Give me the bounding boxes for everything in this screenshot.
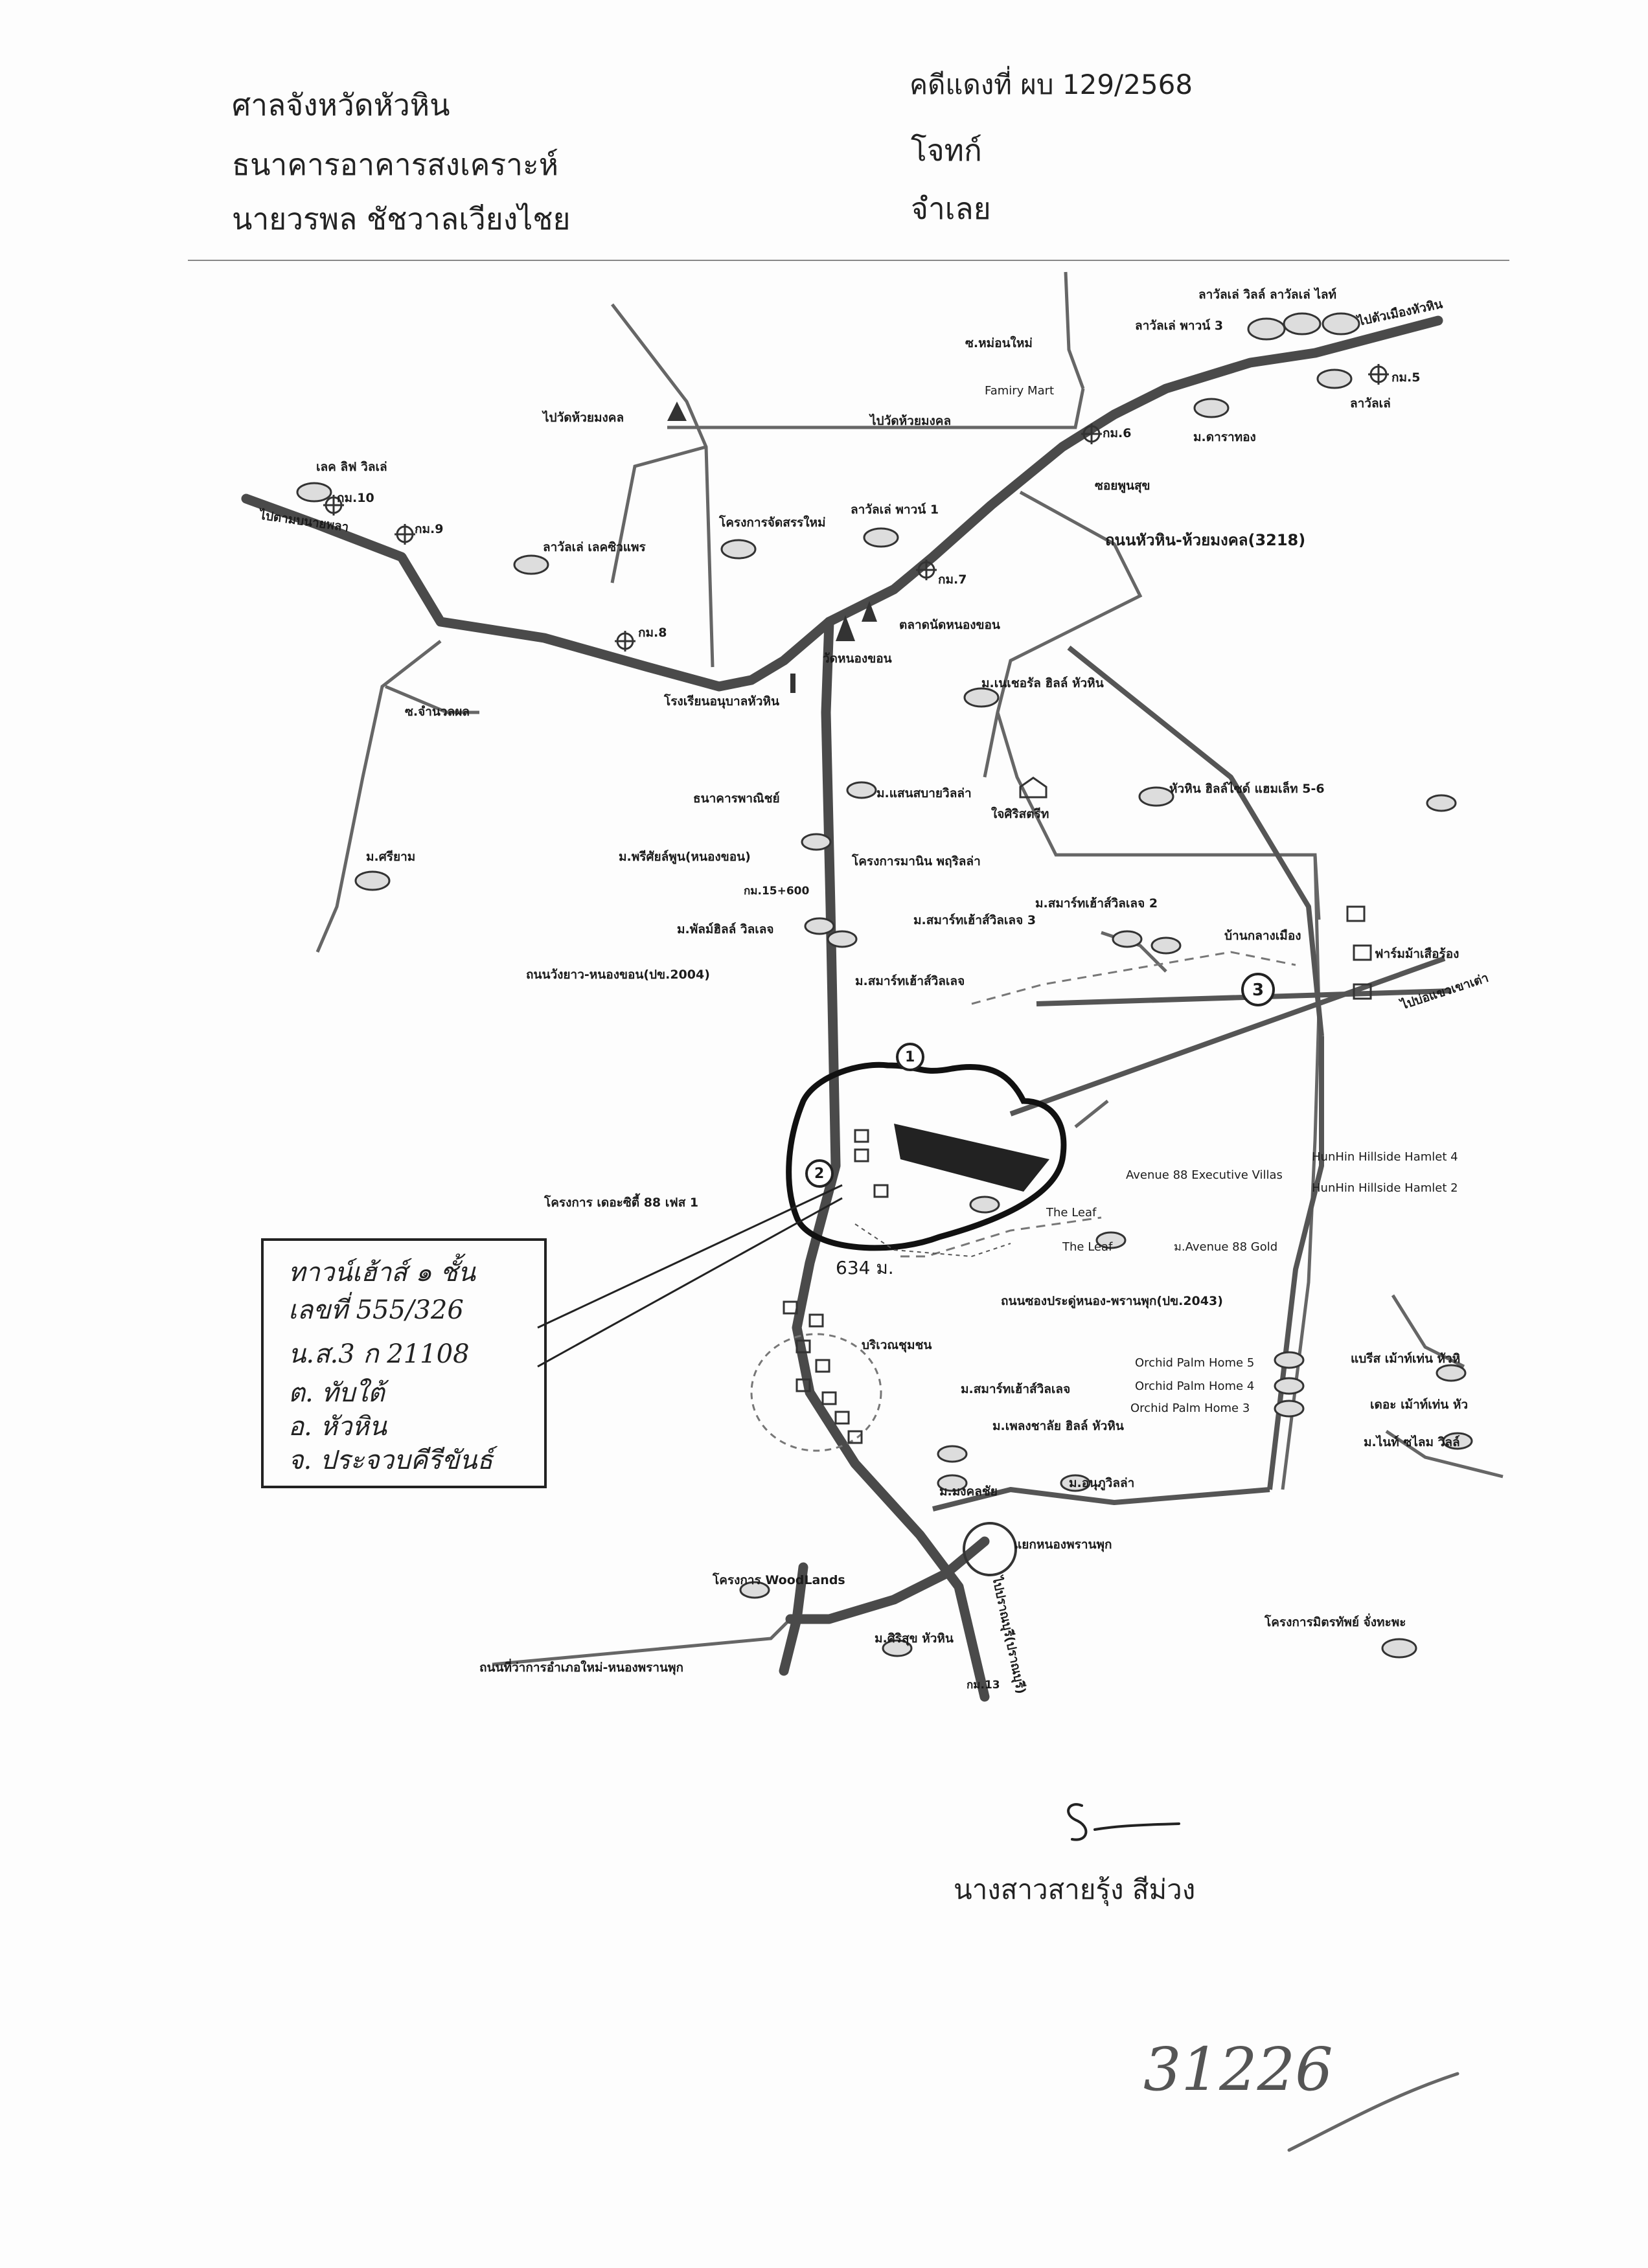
temple-icons (667, 402, 1047, 799)
label-moo-nature: ม.เนเชอรัล ฮิลล์ หัวหิน (981, 676, 1104, 690)
label-lawin-wit: ลาวัลเล่ วิลล์ ลาวัลเล่ ไลท์ (1198, 288, 1337, 302)
label-soi-chamnan: ซ.จำนวลผล (405, 705, 470, 719)
label-moo-smart2: ม.สมาร์ทเฮ้าส์วิลเลจ 2 (1035, 896, 1158, 911)
signature-mark (1067, 1803, 1180, 1841)
defendant-label: จำเลย (911, 191, 991, 226)
km-markers (323, 364, 1389, 652)
label-avenue88-exec: Avenue 88 Executive Villas (1126, 1168, 1283, 1182)
marker-1: 1 (905, 1049, 915, 1065)
defendant-name: นายวรพล ชัชวาลเวียงไชย (232, 201, 571, 236)
label-orchid3: Orchid Palm Home 3 (1130, 1401, 1250, 1415)
label-intersection: แยกหนองพรานพุก (1014, 1537, 1112, 1552)
label-lawin-phase1: ลาวัลเล่ พาวน์ 1 (851, 503, 939, 517)
dashed-roads (900, 951, 1296, 1258)
minor-roads (315, 271, 1504, 1666)
signatory-name: นางสาวสายรุ้ง สีม่วง (954, 1874, 1196, 1905)
label-km5: กม.5 (1391, 370, 1421, 385)
label-lecha-life: เลค ลิฟ วิลเล่ (316, 460, 387, 474)
house-squares (783, 905, 1372, 1444)
label-distance: 634 ม. (836, 1257, 894, 1278)
label-farm: ฟาร์มม้าเสือร้อง (1375, 947, 1459, 961)
case-number: คดีแดงที่ ผบ 129/2568 (910, 69, 1193, 100)
label-project-manin: โครงการมานิน พฤริลล่า (852, 854, 981, 868)
label-wat-huai-mongkol-1: ไปวัดห้วยมงคล (543, 411, 624, 425)
label-road-office: ถนนที่ว่าการอำเภอใหม่-หนองพรานพุก (479, 1661, 684, 1675)
label-mitr-project: โครงการมิตรทัพย์ จั่งทะพะ (1265, 1615, 1406, 1629)
marker-2: 2 (814, 1166, 825, 1182)
label-moo-pleng: ม.เพลงชาลัย ฮิลล์ หัวหิน (992, 1419, 1124, 1433)
label-hillside2: HunHin Hillside Hamlet 2 (1312, 1181, 1458, 1195)
label-km10: กม.10 (337, 491, 374, 505)
label-project-new: โครงการจัดสรรใหม่ (719, 516, 826, 530)
subject-property-marker (786, 973, 1275, 1251)
label-moo-ban-mai: ซ.หม่อนใหม่ (965, 336, 1033, 350)
handwritten-line-1: ทาวน์เฮ้าส์ ๑ ชั้น (288, 1258, 475, 1287)
label-lawin-lakeside: ลาวัลเล่ เลคซิวแพร (543, 540, 646, 554)
label-km9: กม.9 (415, 522, 444, 536)
label-km15: กม.15+600 (744, 885, 810, 898)
label-moo-smart3: ม.สมาร์ทเฮ้าส์วิลเลจ 3 (913, 913, 1036, 927)
label-hillside4: HunHin Hillside Hamlet 4 (1312, 1150, 1458, 1164)
handwritten-line-5: อ. หัวหิน (288, 1412, 387, 1442)
label-avenue88-gold: ม.Avenue 88 Gold (1174, 1240, 1278, 1254)
label-woodlands: โครงการ WoodLands (713, 1573, 845, 1587)
label-orchid4: Orchid Palm Home 4 (1135, 1379, 1255, 1393)
label-market: ตลาดนัดหนองขอน (899, 618, 1000, 632)
label-school: โรงเรียนอนุบาลหัวหิน (664, 694, 779, 709)
label-moo-parichat: ม.พรีศัยล์พูน(หนองขอน) (619, 850, 751, 864)
pen-stroke (1287, 2072, 1459, 2152)
pointer-lines (537, 1184, 843, 1368)
village-icons (296, 312, 1473, 1659)
handwritten-box-frame (261, 1238, 547, 1488)
label-road-3218: ถนนหัวหิน-ห้วยมงคล(3218) (1105, 531, 1306, 549)
label-moo-smart: ม.สมาร์ทเฮ้าส์วิลเลจ (855, 974, 965, 988)
handwritten-line-2: เลขที่ 555/326 (288, 1295, 464, 1325)
label-moo-dara: ม.ดาราทอง (1193, 430, 1256, 444)
label-ban-klang: บ้านกลางเมือง (1224, 929, 1301, 943)
label-moo-sriyam: ม.ศรียาม (366, 850, 416, 864)
label-km13: กม.13 (967, 1679, 1000, 1692)
label-lawin-phase3: ลาวัลเล่ พาวน์ 3 (1135, 319, 1224, 333)
handwritten-line-3: น.ส.3 ก 21108 (288, 1339, 470, 1369)
handwritten-line-4: ต. ทับใต้ (288, 1378, 385, 1408)
handwritten-line-6: จ. ประจวบคีรีขันธ์ (288, 1446, 493, 1475)
label-moo-smart-b: ม.สมาร์ทเฮ้าส์วิลเลจ (961, 1382, 1071, 1396)
label-jai-siri: ใจศิริสตรีท (991, 807, 1049, 821)
plaintiff-name: ธนาคารอาคารสงเคราะห์ (232, 147, 559, 182)
marker-3: 3 (1252, 981, 1265, 1000)
label-wat-huai-mongkol-2: ไปวัดห้วยมงคล (870, 414, 952, 428)
label-project-the-city: โครงการ เดอะซิตี้ 88 เฟส 1 (544, 1196, 699, 1210)
label-benz-1: แบรีส เม้าท์เท่น หัวหิ (1351, 1352, 1461, 1366)
label-moo-nine: ม.ไนท์ ซไลม วิลล์ (1364, 1435, 1460, 1449)
label-road-2043: ถนนซองประดู่หนอง-พรานพุก(ปข.2043) (1001, 1294, 1223, 1308)
label-km7: กม.7 (938, 573, 967, 587)
label-moo-saen: ม.แสนสบายวิลล่า (876, 786, 972, 800)
label-orchid5: Orchid Palm Home 5 (1135, 1356, 1255, 1370)
label-the-leaf-1: The Leaf (1046, 1206, 1097, 1219)
label-km6: กม.6 (1103, 426, 1132, 440)
court-name: ศาลจังหวัดหัวหิน (232, 87, 450, 122)
label-bank: ธนาคารพาณิชย์ (693, 791, 780, 806)
handwritten-number: 31226 (1143, 2035, 1333, 2104)
label-moo-palm: ม.พัลม์ฮิลล์ วิลเลจ (677, 922, 774, 936)
label-moo-sirisuk: ม.ศิริสุข หัวหิน (875, 1631, 954, 1646)
label-moo-mongkol: ม.มงคลชัย (939, 1484, 998, 1499)
label-wat-nong-khon: วัดหนองขอน (823, 652, 892, 666)
label-family-mart: Famiry Mart (985, 384, 1055, 398)
label-community: บริเวณชุมชน (862, 1338, 932, 1352)
label-road-2004: ถนนวังยาว-หนองขอน(ปข.2004) (526, 968, 710, 982)
label-km8: กม.8 (638, 626, 667, 640)
label-benz-2: เดอะ เม้าท์เท่น หัว (1370, 1398, 1469, 1412)
intersection-circle (963, 1522, 1017, 1576)
community-circle (750, 1333, 882, 1452)
label-hh-hills: หัวหิน ฮิลล์ไซด์ แฮมเล็ท 5-6 (1169, 782, 1325, 796)
label-the-leaf-2: The Leaf (1062, 1240, 1113, 1254)
label-soi-phunsuk: ซอยพูนสุข (1095, 479, 1150, 493)
plaintiff-label: โจทก์ (911, 133, 982, 168)
label-lawin: ลาวัลเล่ (1350, 396, 1391, 411)
plot-outline (854, 1223, 1011, 1258)
label-moo-anuwat: ม.อนุภูวิลล่า (1069, 1476, 1135, 1490)
